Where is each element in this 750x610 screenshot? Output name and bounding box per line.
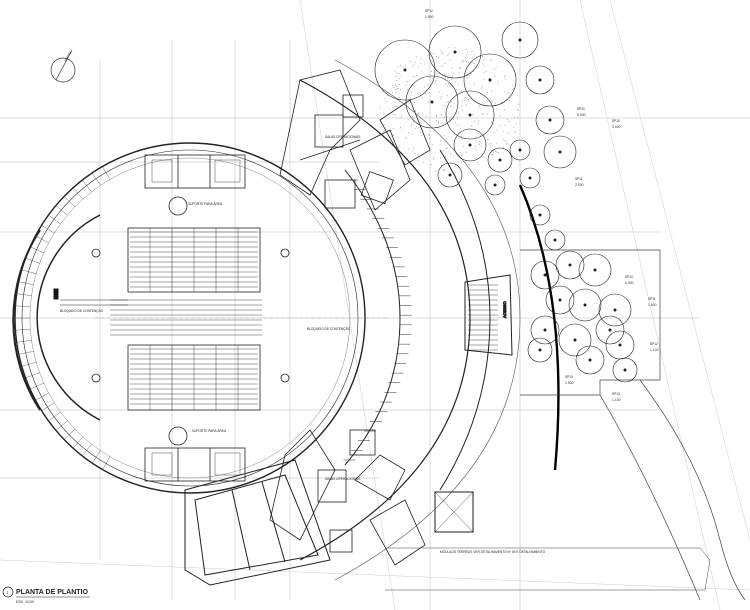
- bottom-stage-label: SUPORTE PARA ÁREA: [192, 429, 227, 433]
- tree-dim: 5.000: [577, 113, 586, 117]
- top-room-label: SALAS OPERACIONAIS: [325, 135, 360, 139]
- ramp-label: ACESSO: [502, 301, 507, 318]
- site-boundary: [385, 249, 746, 601]
- drawing-labels: BLOQUEIO DE CONTENÇÃO BLOQUEIO DE CONTEN…: [60, 135, 546, 554]
- tree-code: SP11: [648, 297, 656, 301]
- bottom-room-label: SALAS OPERACIONAIS: [325, 477, 360, 481]
- tree-canopies: [374, 21, 638, 383]
- hatched-ground-area: [379, 47, 520, 172]
- stage-seating-block: [53, 227, 390, 411]
- tree-dim: 1.500: [425, 15, 434, 19]
- north-arrow: NORTE: [50, 49, 76, 83]
- tree-code: SP13: [612, 392, 620, 396]
- drawing-number: 1: [7, 591, 9, 595]
- tree-dim: 4.000: [625, 281, 634, 285]
- tree-code: SP12: [650, 342, 658, 346]
- bottom-note: MÓDULOS TÉRREOS VER DETALHAMENTO Nº 09 E…: [440, 549, 546, 554]
- drawing-scale: ESC. 1/100: [16, 600, 34, 604]
- north-label: NORTE: [63, 51, 72, 63]
- tree-dim: 3.000: [612, 125, 621, 129]
- tree-dim: 2.000: [575, 183, 584, 187]
- tree-dim: 1.500: [565, 381, 574, 385]
- tree-dim: 1.100: [612, 398, 621, 402]
- left-label: BLOQUEIO DE CONTENÇÃO: [60, 308, 104, 313]
- bold-curved-walkway: [518, 184, 560, 471]
- tree-code: SP11: [575, 177, 583, 181]
- bottom-room-cluster: [269, 429, 426, 566]
- seating-ticks-left: [15, 166, 111, 470]
- tree-dim: 1.600: [648, 303, 657, 307]
- drawing-title: PLANTA DE PLANTIO: [16, 589, 88, 596]
- lower-wing-building: [184, 459, 331, 586]
- tree-code: SP12: [425, 9, 433, 13]
- service-cores: [144, 154, 246, 482]
- central-ramp: ACESSO: [464, 274, 513, 356]
- tree-code: SP13: [625, 275, 633, 279]
- tree-code-labels: SP121.500SP105.000SP112.000SP103.000SP13…: [425, 9, 659, 402]
- structural-columns: [91, 196, 290, 446]
- tree-code: SP10: [565, 375, 573, 379]
- tree-code: SP10: [612, 119, 620, 123]
- title-block: 1 PLANTA DE PLANTIO ESC. 1/100: [2, 586, 90, 604]
- stage-label: BLOQUEIO DE CONTENÇÃO: [307, 326, 351, 331]
- tree-dim: 1.100: [650, 348, 659, 352]
- tree-code: SP10: [577, 107, 585, 111]
- top-room-cluster: [279, 69, 431, 211]
- lower-square-block: [434, 491, 474, 533]
- top-stage-label: SUPORTE PARA ÁREA: [188, 202, 223, 206]
